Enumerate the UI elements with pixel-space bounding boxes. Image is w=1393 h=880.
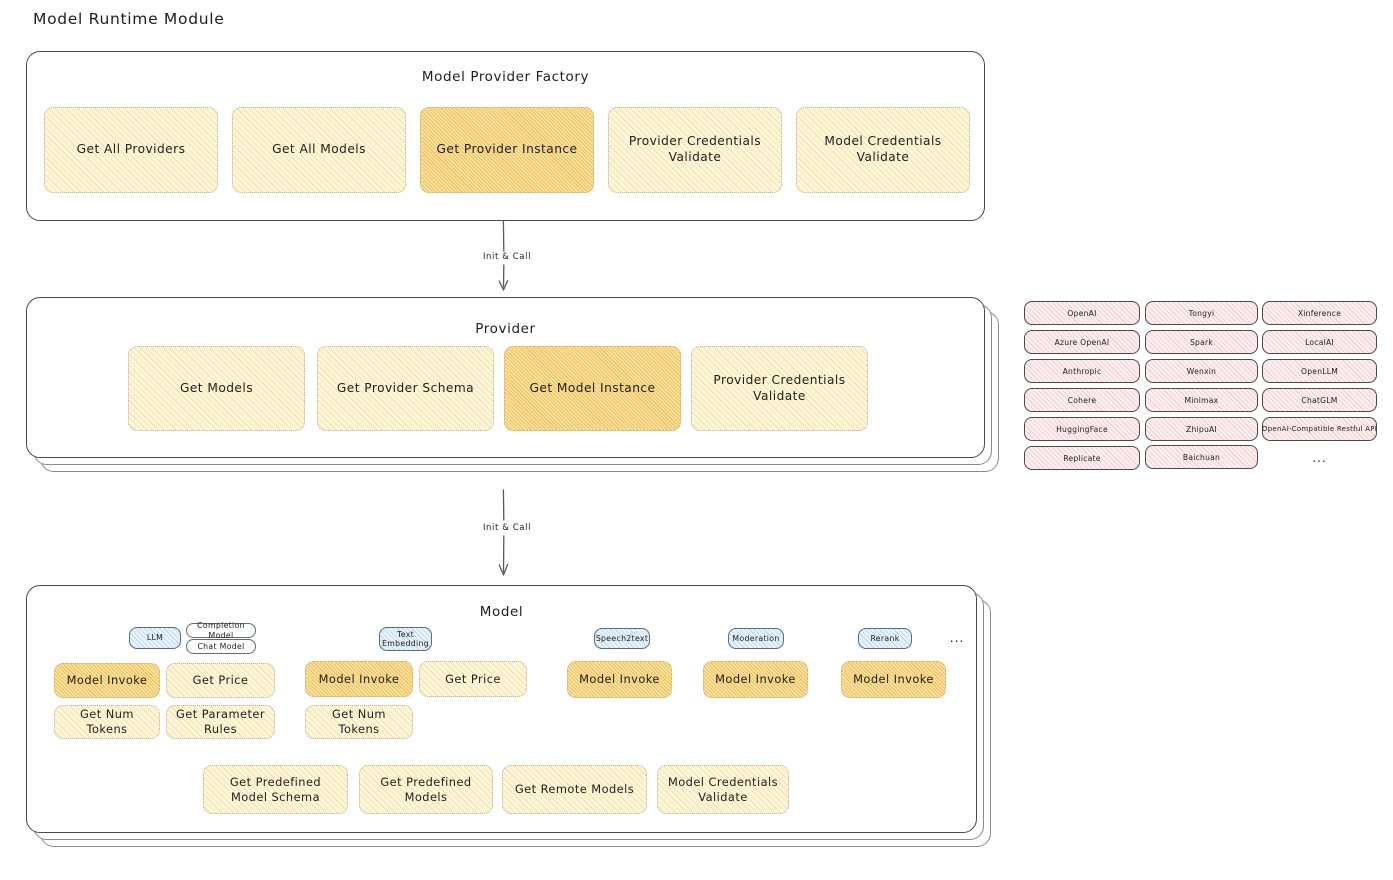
- arrow-factory-to-provider: [498, 220, 509, 291]
- model-speech2text-node-model-invoke[interactable]: Model Invoke: [567, 661, 672, 698]
- model-common-node-get-predefined-model-schema[interactable]: Get Predefined Model Schema: [203, 765, 348, 814]
- provider-node-provider-credentials-validate[interactable]: Provider Credentials Validate: [691, 346, 868, 431]
- provider-chip-replicate[interactable]: Replicate: [1024, 446, 1140, 470]
- factory-node-get-all-providers[interactable]: Get All Providers: [44, 107, 218, 193]
- model-moderation-node-model-invoke[interactable]: Model Invoke: [703, 661, 808, 698]
- model-badge-rerank[interactable]: Rerank: [858, 628, 912, 649]
- provider-chip-cohere[interactable]: Cohere: [1024, 388, 1140, 412]
- model-badge-llm[interactable]: LLM: [129, 627, 181, 649]
- arrow-label-init-call-1: Init & Call: [466, 252, 548, 262]
- arrow-provider-to-model: [498, 489, 509, 576]
- model-groups-more-ellipsis: ...: [949, 631, 965, 645]
- provider-node-get-provider-schema[interactable]: Get Provider Schema: [317, 346, 494, 431]
- factory-node-provider-credentials-validate[interactable]: Provider Credentials Validate: [608, 107, 782, 193]
- provider-chip-openai-compatible-restful-api[interactable]: OpenAI-Compatible Restful API: [1262, 417, 1377, 441]
- model-rerank-node-model-invoke[interactable]: Model Invoke: [841, 661, 946, 698]
- provider-chip-azure-openai[interactable]: Azure OpenAI: [1024, 330, 1140, 354]
- provider-chip-xinference[interactable]: Xinference: [1262, 301, 1377, 325]
- model-common-node-get-remote-models[interactable]: Get Remote Models: [502, 765, 647, 814]
- provider-chip-anthropic[interactable]: Anthropic: [1024, 359, 1140, 383]
- provider-chip-spark[interactable]: Spark: [1145, 330, 1258, 354]
- provider-chip-openllm[interactable]: OpenLLM: [1262, 359, 1377, 383]
- model-embedding-node-get-num-tokens[interactable]: Get Num Tokens: [305, 705, 413, 739]
- factory-node-get-provider-instance[interactable]: Get Provider Instance: [420, 107, 594, 193]
- provider-list-more-ellipsis: ...: [1312, 451, 1327, 465]
- model-subbadge-chat-model[interactable]: Chat Model: [186, 639, 256, 654]
- model-llm-node-get-price[interactable]: Get Price: [166, 663, 275, 698]
- model-common-node-get-predefined-models[interactable]: Get Predefined Models: [359, 765, 493, 814]
- provider-chip-tongyi[interactable]: Tongyi: [1145, 301, 1258, 325]
- provider-chip-huggingface[interactable]: HuggingFace: [1024, 417, 1140, 441]
- model-llm-node-model-invoke[interactable]: Model Invoke: [54, 663, 160, 698]
- model-provider-factory-title: Model Provider Factory: [421, 69, 590, 85]
- model-embedding-node-model-invoke[interactable]: Model Invoke: [305, 661, 413, 697]
- model-llm-node-get-parameter-rules[interactable]: Get Parameter Rules: [166, 705, 275, 739]
- model-subbadge-completion-model[interactable]: Completion Model: [186, 621, 256, 640]
- factory-node-get-all-models[interactable]: Get All Models: [232, 107, 406, 193]
- provider-title: Provider: [475, 321, 536, 337]
- model-common-node-model-credentials-validate[interactable]: Model Credentials Validate: [657, 765, 789, 814]
- provider-chip-zhipuai[interactable]: ZhipuAI: [1145, 417, 1258, 441]
- provider-chip-chatglm[interactable]: ChatGLM: [1262, 388, 1377, 412]
- factory-node-model-credentials-validate[interactable]: Model Credentials Validate: [796, 107, 970, 193]
- provider-chip-wenxin[interactable]: Wenxin: [1145, 359, 1258, 383]
- model-badge-speech2text[interactable]: Speech2text: [594, 628, 650, 649]
- arrow-label-init-call-2: Init & Call: [466, 523, 548, 533]
- page-title: Model Runtime Module: [33, 10, 225, 28]
- provider-node-get-models[interactable]: Get Models: [128, 346, 305, 431]
- provider-chip-localai[interactable]: LocalAI: [1262, 330, 1377, 354]
- model-badge-text-embedding[interactable]: Text Embedding: [379, 627, 432, 651]
- provider-chip-minimax[interactable]: Minimax: [1145, 388, 1258, 412]
- provider-chip-openai[interactable]: OpenAI: [1024, 301, 1140, 325]
- model-embedding-node-get-price[interactable]: Get Price: [419, 661, 527, 697]
- provider-chip-baichuan[interactable]: Baichuan: [1145, 445, 1258, 469]
- model-llm-node-get-num-tokens[interactable]: Get Num Tokens: [54, 705, 160, 739]
- model-title: Model: [479, 604, 524, 620]
- model-badge-moderation[interactable]: Moderation: [728, 628, 784, 649]
- provider-node-get-model-instance[interactable]: Get Model Instance: [504, 346, 681, 431]
